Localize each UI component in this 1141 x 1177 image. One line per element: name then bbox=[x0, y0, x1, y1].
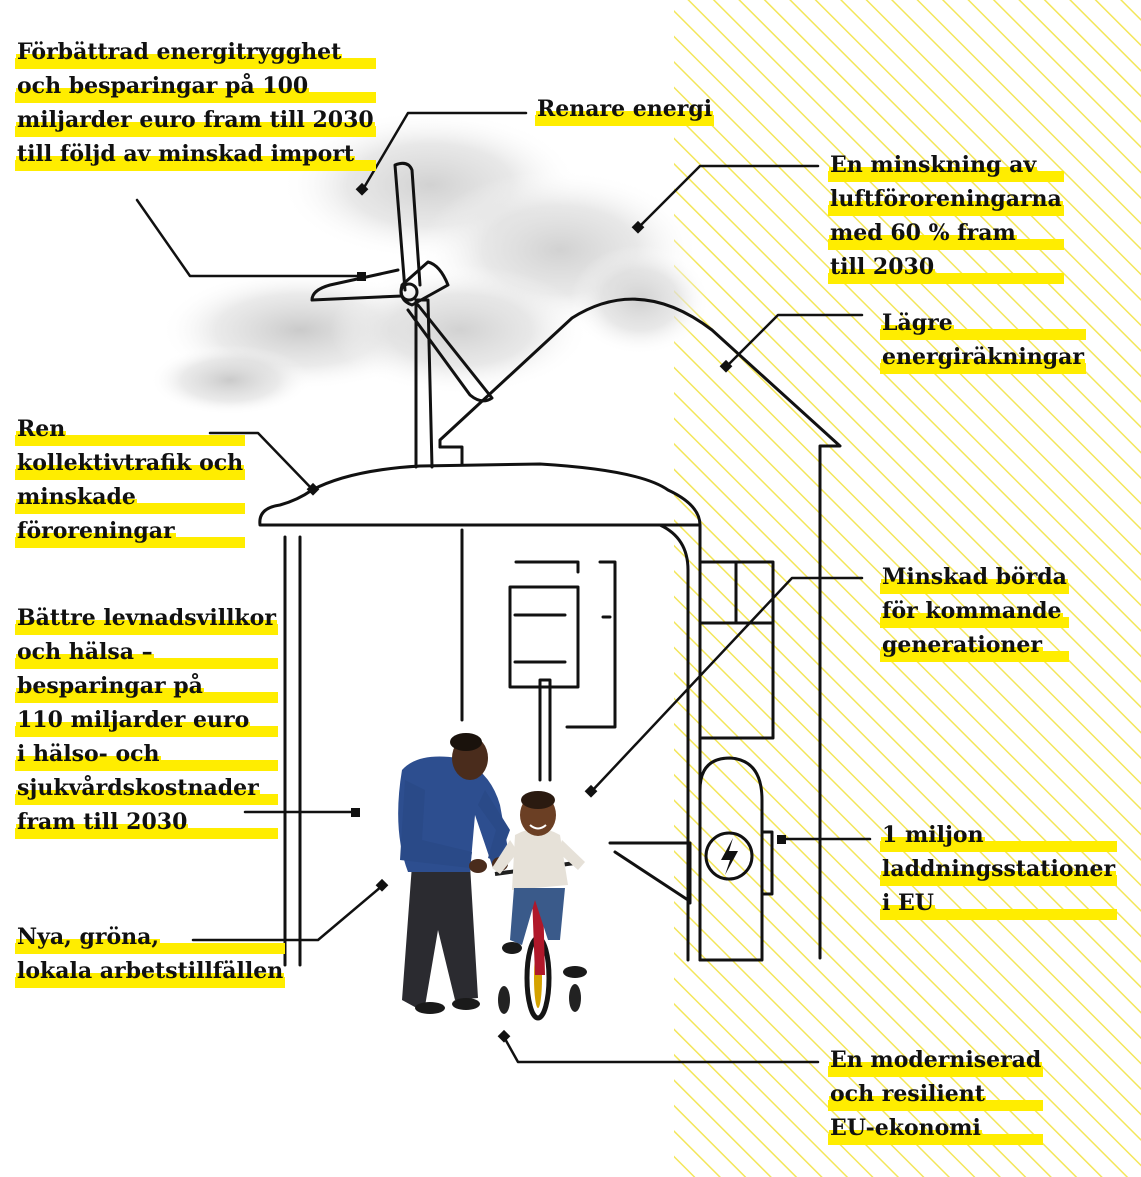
leader-markers bbox=[306, 182, 786, 1043]
father-child-bicycle-photo bbox=[398, 733, 587, 1021]
label-modern-economy: En moderniserad och resilient EU-ekonomi bbox=[828, 1043, 1044, 1145]
charging-station bbox=[698, 756, 764, 962]
interior-panel bbox=[508, 585, 580, 689]
label-energy-security: Förbättrad energitrygghet och besparinga… bbox=[15, 35, 376, 171]
leader-lines bbox=[135, 111, 872, 1064]
lightning-bolt-glyph bbox=[721, 838, 738, 875]
house-outline bbox=[438, 297, 842, 960]
label-air-pollution: En minskning av luftföroreningarna med 6… bbox=[828, 148, 1064, 284]
label-green-jobs: Nya, gröna, lokala arbetstillfällen bbox=[15, 920, 286, 988]
wind-turbine-icon bbox=[310, 161, 494, 469]
label-lower-bills: Lägre energiräkningar bbox=[880, 306, 1086, 374]
label-living-conditions: Bättre levnadsvillkor och hälsa – bespar… bbox=[15, 601, 278, 839]
label-cleaner-energy: Renare energi bbox=[535, 92, 715, 126]
label-charging-stations: 1 miljon laddningsstationer i EU bbox=[880, 818, 1118, 920]
lightning-bolt-icon bbox=[704, 831, 754, 881]
label-public-transport: Ren kollektivtrafik och minskade föroren… bbox=[15, 412, 246, 548]
building-outline bbox=[258, 462, 702, 527]
label-future-generations: Minskad börda för kommande generationer bbox=[880, 560, 1069, 662]
clouds bbox=[150, 110, 710, 415]
